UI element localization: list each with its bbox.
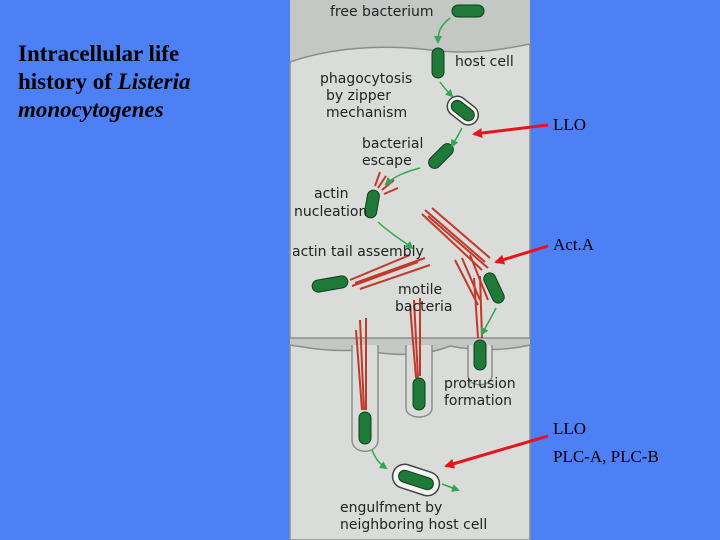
title-species: monocytogenes [18, 97, 164, 122]
label-motile-1: motile [398, 282, 442, 298]
label-phagocytosis-1: phagocytosis [320, 71, 412, 87]
annotation-plc: PLC-A, PLC-B [553, 447, 659, 466]
slide-title: Intracellular life history of Listeria m… [18, 40, 278, 124]
label-tail-assembly: actin tail assembly [292, 244, 424, 260]
label-phagocytosis-3: mechanism [326, 105, 407, 121]
label-actin-2: nucleation [294, 204, 367, 220]
annotation-llo-2: LLO [553, 419, 587, 438]
bacterium-vacuole [446, 95, 480, 126]
bacterium-protrusion-3 [473, 339, 487, 371]
label-host-cell: host cell [455, 54, 514, 70]
bacterium-free [451, 4, 485, 18]
bacterium-nucleation [364, 189, 380, 219]
title-line-1: Intracellular life [18, 41, 180, 66]
arrow-llo [472, 123, 549, 138]
arrow-acta [494, 244, 549, 265]
title-line-2: history of Listeria [18, 68, 278, 96]
arrow-plc [444, 434, 549, 469]
bacterium-entering [431, 47, 445, 79]
label-escape-2: escape [362, 153, 412, 169]
label-engulf-1: engulfment by [340, 500, 442, 516]
label-motile-2: bacteria [395, 299, 453, 315]
label-escape-1: bacterial [362, 136, 423, 152]
bacterium-protrusion-1 [358, 411, 372, 445]
title-line-2-text: history of [18, 69, 118, 94]
label-free-bacterium: free bacterium [330, 4, 433, 20]
bacterium-tail-2 [483, 272, 505, 304]
bacterium-tail-1 [311, 275, 349, 293]
bacterium-protrusion-2 [412, 377, 426, 411]
title-genus: Listeria [117, 69, 191, 94]
label-protrusion-1: protrusion [444, 376, 516, 392]
label-actin-1: actin [314, 186, 349, 202]
actin-filaments [349, 171, 491, 411]
annotation-acta: Act.A [553, 235, 595, 254]
bacterium-engulfed [391, 463, 441, 497]
annotation-llo: LLO [553, 115, 587, 134]
label-phagocytosis-2: by zipper [326, 88, 391, 104]
label-protrusion-2: formation [444, 393, 512, 409]
step-arrows [371, 17, 497, 492]
label-engulf-2: neighboring host cell [340, 517, 487, 533]
